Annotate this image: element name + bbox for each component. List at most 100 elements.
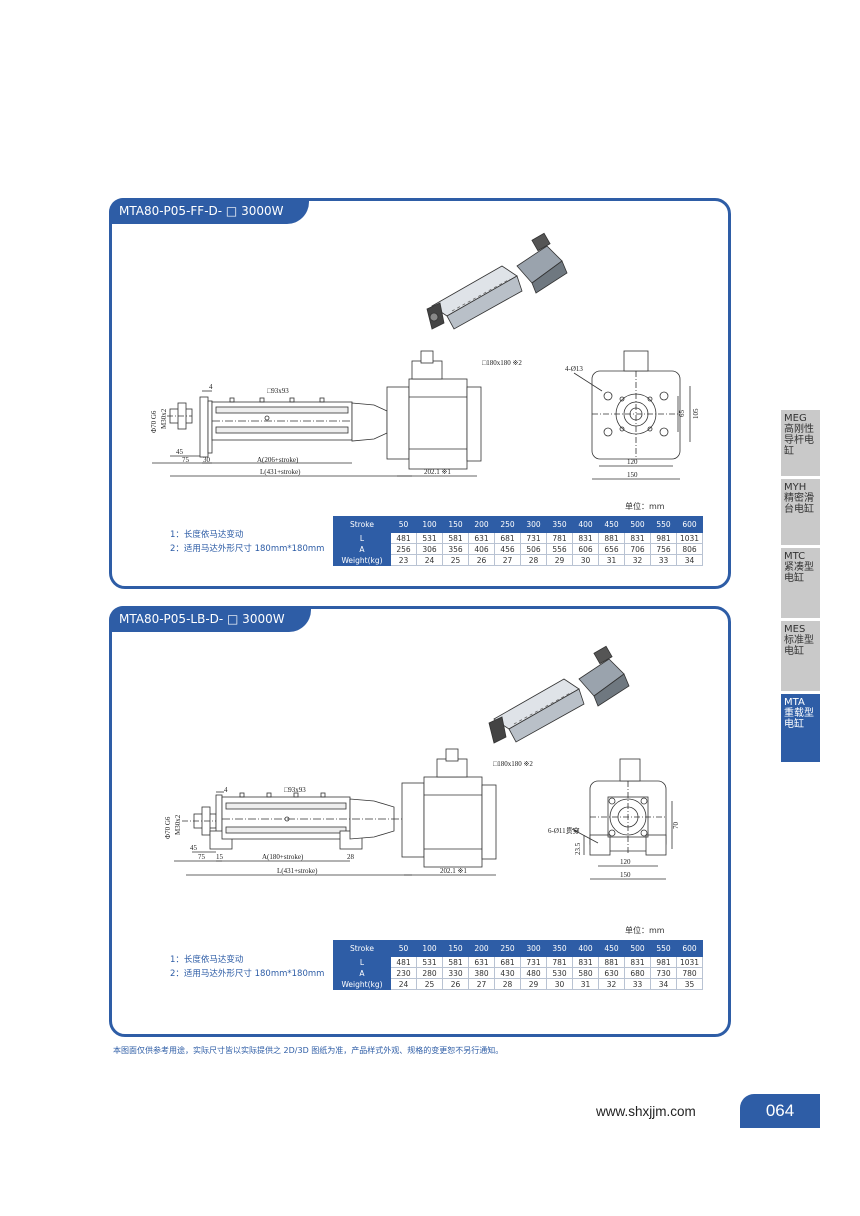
table-cell: 256 xyxy=(390,543,417,555)
table-cell: 380 xyxy=(468,967,495,979)
dim-square-small: □93x93 xyxy=(267,387,289,395)
table-cell: 831 xyxy=(624,956,651,968)
table-cell: 31 xyxy=(598,554,625,566)
table-header-cell: 400 xyxy=(572,940,599,957)
table-header-cell: 250 xyxy=(494,516,521,533)
table-header-cell: 500 xyxy=(624,940,651,957)
dim-45: 45 xyxy=(176,448,184,456)
table-cell: 681 xyxy=(494,532,521,544)
side-tab-line: 电缸 xyxy=(784,719,804,730)
dimension-labels: □93x93 □180x180 ※2 4-Ø13 Φ70 G6 M30x2 4 … xyxy=(150,359,700,479)
product-3d-render xyxy=(426,232,568,330)
dim-L: L(431+stroke) xyxy=(277,867,318,875)
unit-label: 单位：mm xyxy=(625,502,665,511)
table-cell: 656 xyxy=(598,543,625,555)
technical-drawing xyxy=(152,232,691,480)
table-cell: 330 xyxy=(442,967,469,979)
table-cell: 780 xyxy=(676,967,703,979)
table-header-cell: 450 xyxy=(598,516,625,533)
side-tab-mtc[interactable]: MTC 紧凑型 电缸 xyxy=(781,548,820,618)
table-row-label: L xyxy=(333,956,391,968)
table-cell: 28 xyxy=(494,978,521,990)
table-cell: 831 xyxy=(572,956,599,968)
table-header-stroke: Stroke xyxy=(333,516,391,533)
side-tab-myh[interactable]: MYH 精密滑 台电缸 xyxy=(781,479,820,545)
side-tab-code: MYH xyxy=(784,482,807,493)
table-header-cell: 100 xyxy=(416,940,443,957)
table-cell: 781 xyxy=(546,956,573,968)
table-cell: 831 xyxy=(624,532,651,544)
dim-15: 15 xyxy=(216,853,224,861)
side-tab-line: 电缸 xyxy=(784,646,804,657)
dim-70: 70 xyxy=(672,822,680,830)
dim-23-5: 23.5 xyxy=(574,842,582,855)
dim-thread: M30x2 xyxy=(160,408,168,429)
unit-label: 单位：mm xyxy=(625,926,665,935)
side-tab-code: MEG xyxy=(784,413,807,424)
table-cell: 1031 xyxy=(676,956,703,968)
table-cell: 306 xyxy=(416,543,443,555)
table-header-cell: 150 xyxy=(442,940,469,957)
side-view xyxy=(152,350,482,477)
table-header-cell: 600 xyxy=(676,940,703,957)
table-row-label: Weight(kg) xyxy=(333,554,391,566)
side-tab-mta[interactable]: MTA 重载型 电缸 xyxy=(781,694,820,762)
table-cell: 681 xyxy=(494,956,521,968)
page-number: 064 xyxy=(740,1094,820,1128)
table-cell: 25 xyxy=(416,978,443,990)
table-header-cell: 550 xyxy=(650,516,677,533)
table-header-cell: 350 xyxy=(546,516,573,533)
table-cell: 480 xyxy=(520,967,547,979)
table-cell: 28 xyxy=(520,554,547,566)
table-cell: 280 xyxy=(416,967,443,979)
table-header-cell: 450 xyxy=(598,940,625,957)
dim-150: 150 xyxy=(620,871,631,879)
dim-thread: M30x2 xyxy=(174,814,182,835)
table-cell: 24 xyxy=(416,554,443,566)
table-header-cell: 100 xyxy=(416,516,443,533)
side-tab-code: MTC xyxy=(784,551,806,562)
table-cell: 481 xyxy=(390,532,417,544)
dim-120: 120 xyxy=(627,458,638,466)
table-cell: 35 xyxy=(676,978,703,990)
table-cell: 30 xyxy=(572,554,599,566)
side-tab-meg[interactable]: MEG 高刚性 导杆电 缸 xyxy=(781,410,820,476)
note-1: 1：长度依马达变动 xyxy=(170,530,244,540)
table-header-stroke: Stroke xyxy=(333,940,391,957)
table-cell: 731 xyxy=(520,956,547,968)
side-tab-line: 高刚性 xyxy=(784,424,814,435)
panel-ff: MTA80-P05-FF-D- □ 3000W xyxy=(109,198,731,589)
table-cell: 756 xyxy=(650,543,677,555)
product-3d-render xyxy=(488,645,630,744)
table-cell: 606 xyxy=(572,543,599,555)
table-header-cell: 200 xyxy=(468,516,495,533)
side-tab-line: 台电缸 xyxy=(784,504,814,515)
table-cell: 530 xyxy=(546,967,573,979)
table-cell: 781 xyxy=(546,532,573,544)
table-row: Weight(kg) 24 25 26 27 28 29 30 31 32 33… xyxy=(333,978,703,990)
side-tab-line: 缸 xyxy=(784,446,794,457)
table-cell: 531 xyxy=(416,532,443,544)
table-cell: 981 xyxy=(650,532,677,544)
table-header-cell: 50 xyxy=(390,940,417,957)
table-cell: 23 xyxy=(390,554,417,566)
side-tab-code: MES xyxy=(784,624,806,635)
website-url[interactable]: www.shxjjm.com xyxy=(596,1104,696,1119)
dim-phi: Φ70 G6 xyxy=(164,816,172,839)
side-tab-mes[interactable]: MES 标准型 电缸 xyxy=(781,621,820,691)
notes: 1：长度依马达变动 2：适用马达外形尺寸 180mm*180mm xyxy=(170,528,324,556)
front-view xyxy=(573,350,691,480)
table-cell: 34 xyxy=(676,554,703,566)
table-cell: 731 xyxy=(520,532,547,544)
dim-202: 202.1 ※1 xyxy=(424,468,451,476)
table-cell: 31 xyxy=(572,978,599,990)
side-tab-line: 导杆电 xyxy=(784,435,814,446)
table-cell: 27 xyxy=(468,978,495,990)
note-2: 2：适用马达外形尺寸 180mm*180mm xyxy=(170,969,325,979)
table-header-cell: 350 xyxy=(546,940,573,957)
dim-square-large: □180x180 ※2 xyxy=(493,760,533,768)
table-header-cell: 250 xyxy=(494,940,521,957)
table-cell: 356 xyxy=(442,543,469,555)
table-cell: 631 xyxy=(468,956,495,968)
table-header-cell: 150 xyxy=(442,516,469,533)
